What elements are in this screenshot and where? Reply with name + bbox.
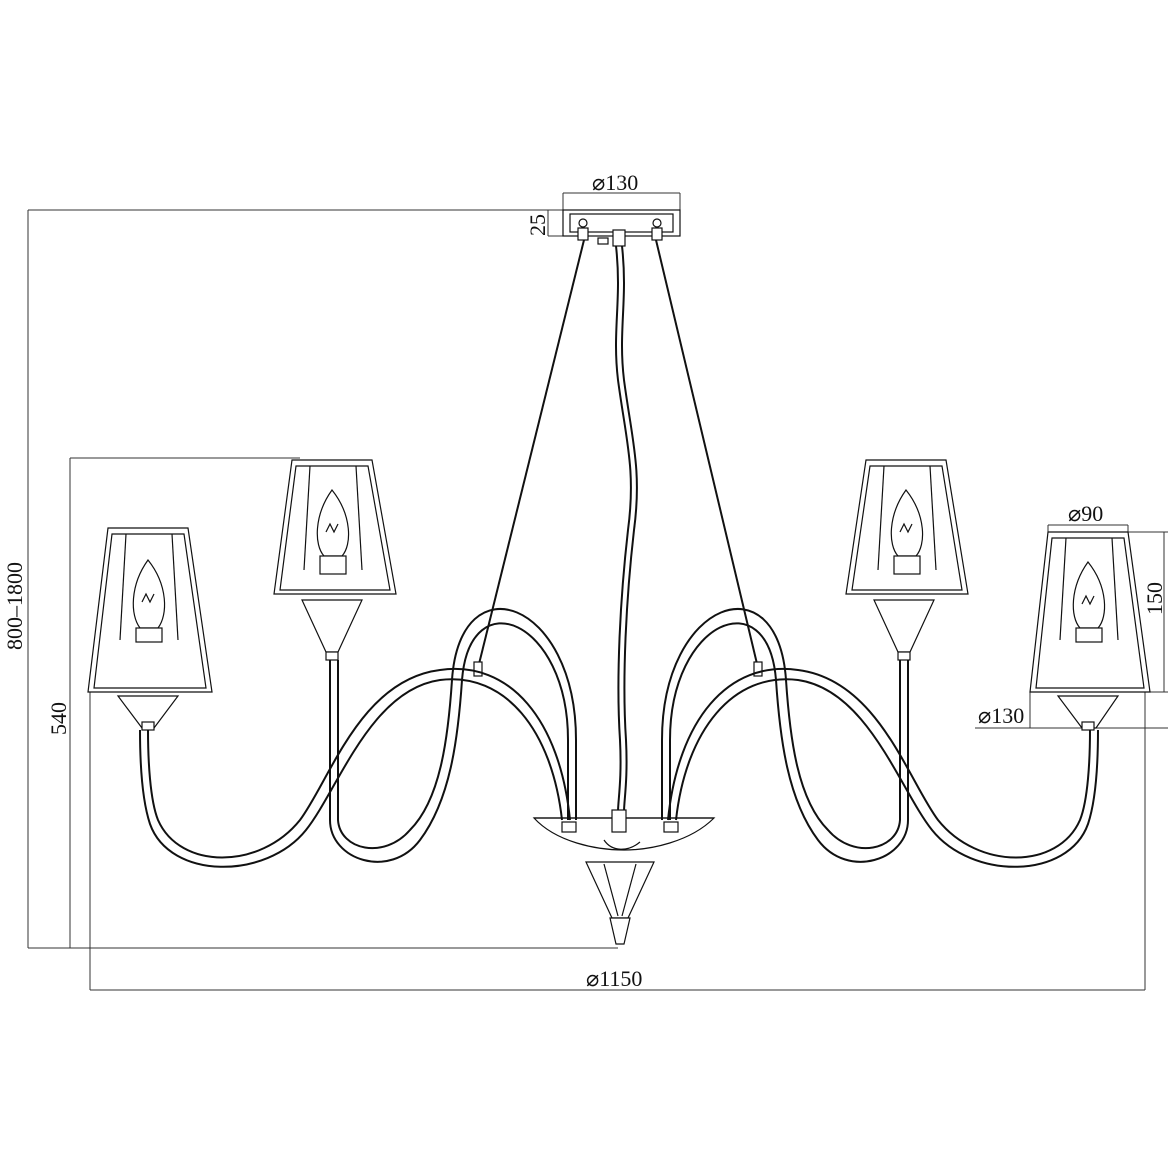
lamp-4 (1029, 531, 1151, 731)
dimension-labels: ⌀130 25 800–1800 540 ⌀90 150 ⌀130 ⌀1150 (2, 170, 1167, 991)
lamp-1 (87, 527, 213, 731)
lamp-3 (845, 459, 969, 661)
lamp-2 (273, 459, 397, 661)
outer-arms (139, 667, 1099, 868)
inner-arms (329, 607, 909, 863)
trapezoid-shade-icon (87, 527, 213, 693)
shade-top-diameter-label: ⌀90 (1068, 501, 1103, 526)
total-height-label: 800–1800 (2, 562, 27, 650)
overall-diameter-label: ⌀1150 (586, 966, 642, 991)
suspension (473, 239, 763, 813)
shade-height-label: 150 (1142, 582, 1167, 615)
canopy-height-label: 25 (525, 214, 550, 236)
ceiling-canopy (562, 209, 681, 247)
shade-bottom-diameter-label: ⌀130 (978, 703, 1024, 728)
candle-bulb-icon (1072, 561, 1106, 643)
central-hub (532, 809, 716, 945)
trapezoid-shade-icon (845, 459, 969, 595)
candle-bulb-icon (890, 489, 924, 575)
canopy-diameter-label: ⌀130 (592, 170, 638, 195)
dimension-lines (27, 192, 1168, 991)
candle-bulb-icon (132, 559, 166, 643)
candle-bulb-icon (316, 489, 350, 575)
trapezoid-shade-icon (1029, 531, 1151, 693)
trapezoid-shade-icon (273, 459, 397, 595)
lamp-height-label: 540 (46, 702, 71, 735)
